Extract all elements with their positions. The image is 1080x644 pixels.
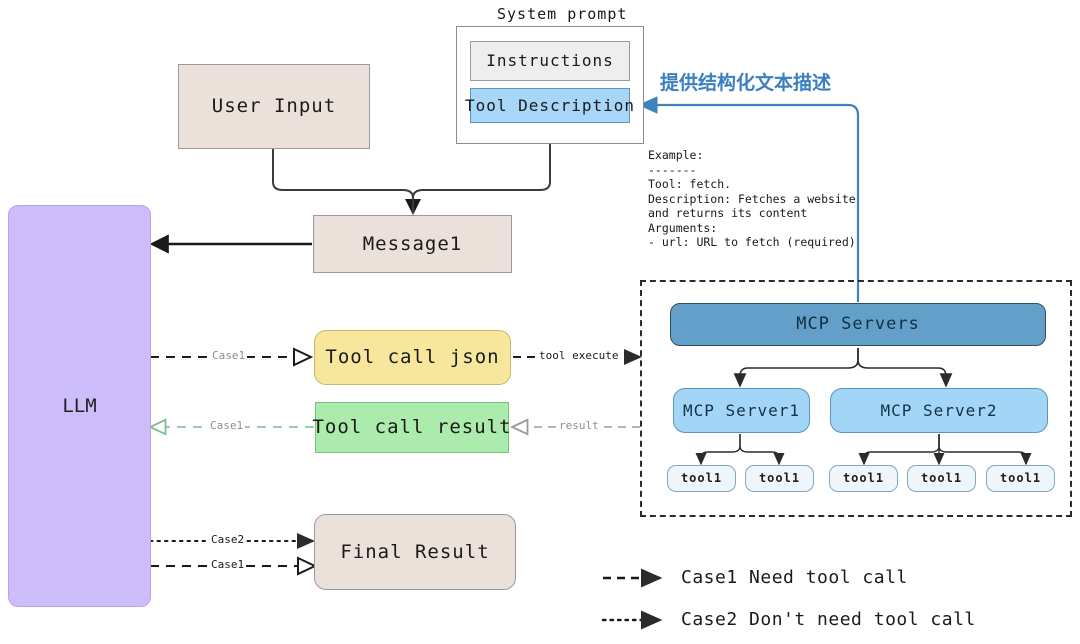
legend-item-case1: Case1 Need tool call — [681, 567, 908, 588]
user-input-box[interactable]: User Input — [178, 64, 370, 149]
edge-label-result: result — [557, 419, 601, 432]
mcp-group-frame — [640, 280, 1072, 517]
mcp-server1-box[interactable]: MCP Server1 — [673, 388, 810, 433]
structured-text-note: 提供结构化文本描述 — [660, 72, 832, 94]
legend-item-case2: Case2 Don't need tool call — [681, 609, 976, 630]
tool-description-box[interactable]: Tool Description — [465, 88, 634, 123]
tool-chip-1[interactable]: tool1 — [667, 465, 736, 492]
tool-chip-5[interactable]: tool1 — [986, 465, 1055, 492]
example-text-block: Example: ------- Tool: fetch. Descriptio… — [648, 148, 856, 249]
edge-user-input-to-message1 — [272, 149, 421, 215]
tool-chip-2[interactable]: tool1 — [745, 465, 814, 492]
edge-label-case1-toolcall: Case1 — [210, 349, 248, 362]
tool-chip-3[interactable]: tool1 — [829, 465, 898, 492]
llm-box[interactable]: LLM — [8, 205, 151, 607]
edge-system-prompt-to-message1 — [412, 143, 551, 213]
final-result-box[interactable]: Final Result — [314, 514, 516, 590]
edge-label-case1-result: Case1 — [208, 419, 246, 432]
system-prompt-title: System prompt — [497, 5, 628, 23]
edge-label-case2-final: Case2 — [209, 533, 247, 546]
tool-call-json-box[interactable]: Tool call json — [314, 330, 511, 385]
message1-box[interactable]: Message1 — [313, 215, 512, 273]
mcp-servers-box[interactable]: MCP Servers — [670, 303, 1046, 346]
edge-label-case1-final: Case1 — [209, 558, 247, 571]
mcp-server2-box[interactable]: MCP Server2 — [830, 388, 1048, 433]
edge-label-tool-execute: tool execute — [537, 349, 621, 362]
tool-chip-4[interactable]: tool1 — [907, 465, 976, 492]
tool-call-result-box[interactable]: Tool call result — [312, 402, 511, 453]
instructions-box[interactable]: Instructions — [470, 41, 630, 81]
